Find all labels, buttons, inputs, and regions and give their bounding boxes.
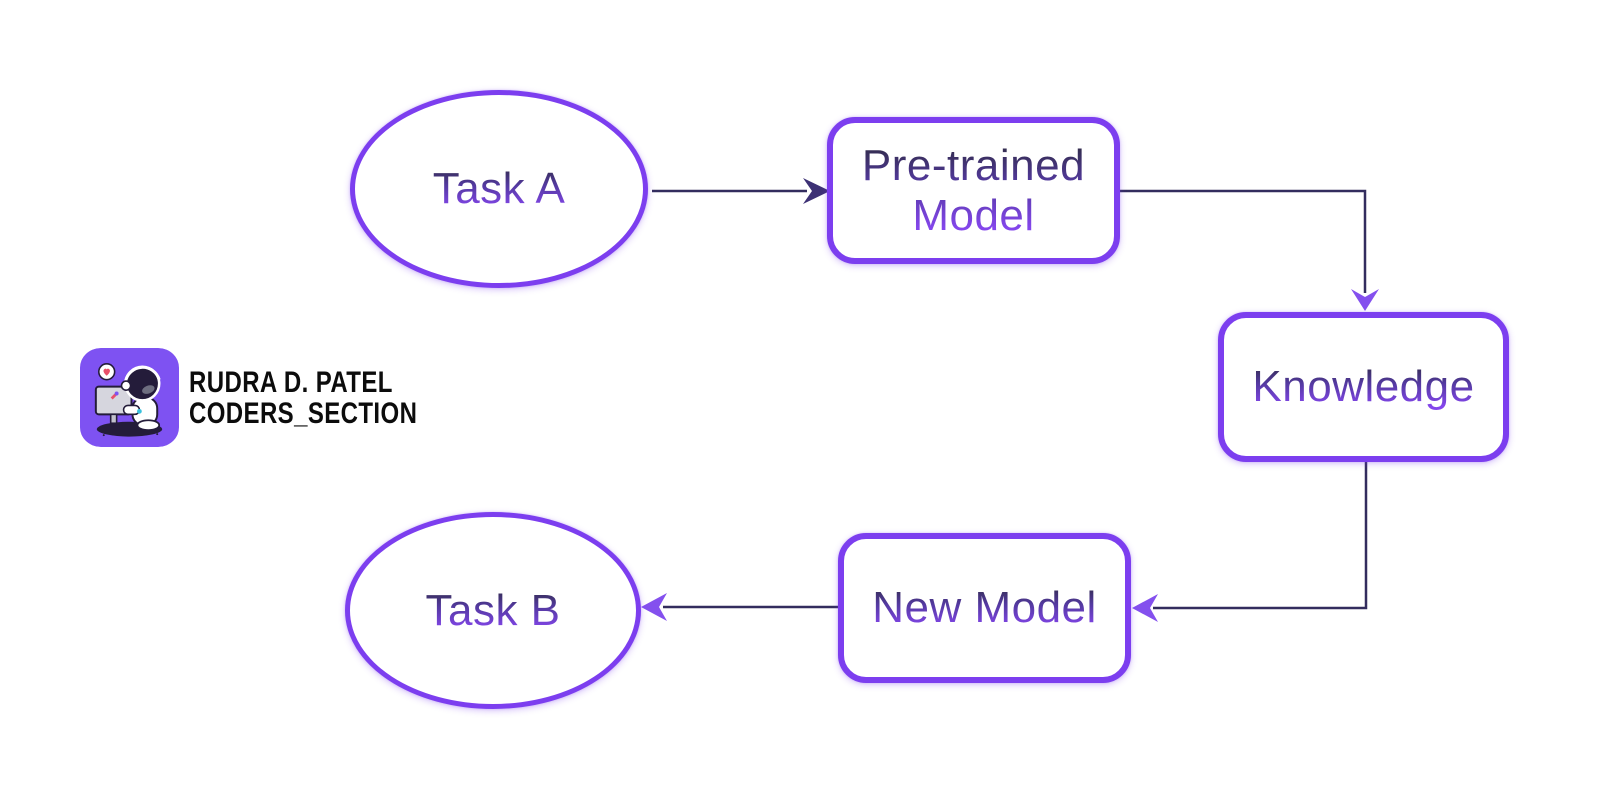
brand-text: RUDRA D. PATEL CODERS_SECTION (189, 367, 474, 429)
node-knowledge: Knowledge (1218, 312, 1509, 462)
node-task-b: Task B (345, 512, 641, 709)
node-knowledge-label: Knowledge (1234, 362, 1492, 411)
node-pretrained-model-label: Pre-trained Model (833, 141, 1114, 240)
arrowhead-down-icon (1351, 289, 1379, 311)
edge-task-a-to-pretrained (652, 178, 830, 204)
coders-section-logo (79, 348, 180, 447)
brand-name: RUDRA D. PATEL (189, 365, 393, 399)
astronaut-at-computer-icon (80, 348, 179, 447)
node-new-model: New Model (838, 533, 1131, 683)
node-task-b-label: Task B (407, 586, 578, 635)
node-pretrained-model: Pre-trained Model (827, 117, 1120, 264)
branding-block: RUDRA D. PATEL CODERS_SECTION (79, 348, 474, 447)
arrowhead-left-icon (641, 593, 667, 621)
brand-handle: CODERS_SECTION (189, 396, 418, 430)
edge-pretrained-to-knowledge (1120, 189, 1379, 311)
node-new-model-label: New Model (854, 583, 1115, 632)
arrowhead-right-icon (803, 178, 830, 204)
edge-knowledge-to-new-model (1132, 462, 1368, 622)
edge-new-model-to-task-b (641, 593, 838, 621)
node-task-a-label: Task A (415, 164, 584, 213)
arrowhead-left-icon (1132, 594, 1158, 622)
node-task-a: Task A (350, 90, 648, 288)
